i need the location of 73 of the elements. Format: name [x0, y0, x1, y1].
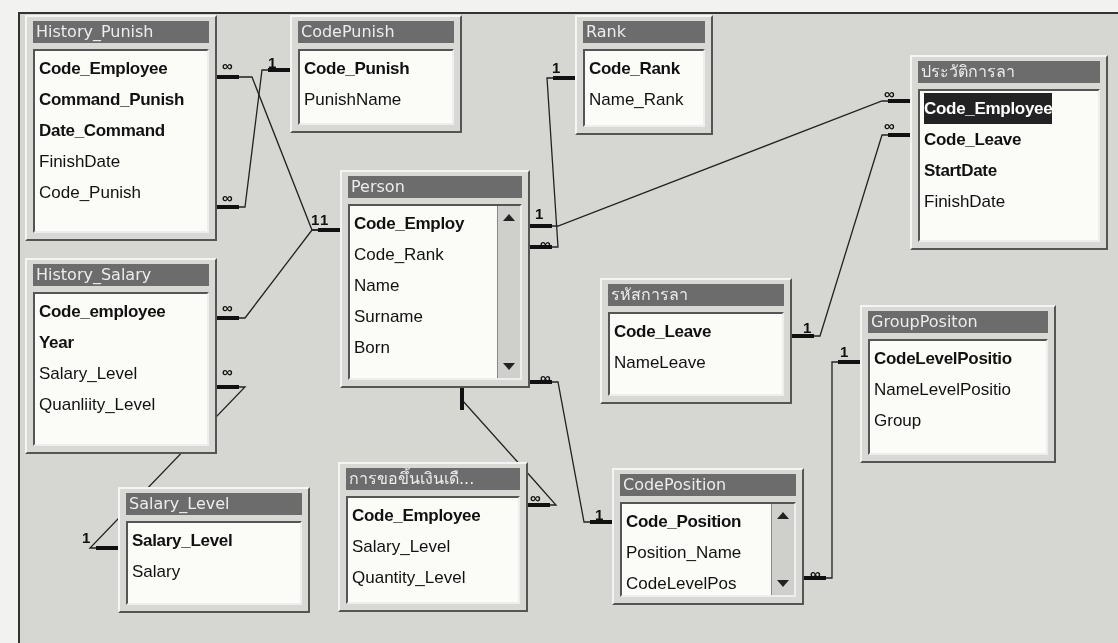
field-name: Salary_Level [352, 536, 451, 558]
cardinality-label: 1 [82, 530, 91, 545]
table-box [25, 258, 217, 454]
table-title: ประวัติการลา [918, 61, 1100, 83]
field-name: Quantity_Level [352, 567, 466, 589]
cardinality-label: ∞ [222, 300, 233, 315]
cardinality-label: ∞ [222, 190, 233, 205]
cardinality-label: ∞ [884, 118, 895, 133]
key-field-name: Code_Rank [589, 58, 680, 80]
key-field-name: Code_Leave [614, 321, 712, 343]
field-name: NameLeave [614, 352, 706, 374]
key-field-name: Code_Employ [354, 213, 465, 235]
key-field-name: Year [39, 332, 74, 354]
field-name: PunishName [304, 89, 402, 111]
relationship-line [460, 386, 557, 507]
table-box [860, 305, 1056, 463]
cardinality-label: 1 [803, 320, 812, 335]
field-name: Group [874, 410, 922, 432]
field-name: Surname [354, 306, 423, 328]
field-name: NameLevelPositio [874, 379, 1011, 401]
table-box [290, 15, 462, 133]
cardinality-label: ∞ [222, 364, 233, 379]
cardinality-label: 1 [840, 344, 849, 359]
table-title: Person [348, 176, 522, 198]
key-field-name: Code_Punish [304, 58, 410, 80]
cardinality-label: ∞ [884, 86, 895, 101]
cardinality-label: 1 [535, 206, 544, 221]
cardinality-label: ∞ [530, 490, 541, 505]
field-name: Born [354, 337, 390, 359]
key-field-name: Code_Leave [924, 129, 1022, 151]
key-field-name: CodeLevelPositio [874, 348, 1012, 370]
table-title: CodePunish [298, 21, 454, 43]
key-field-name: Command_Punish [39, 89, 185, 111]
field-name: Code_Punish [39, 182, 142, 204]
cardinality-label: 1 [595, 507, 604, 522]
key-field-name: Code_Position [626, 511, 742, 533]
table-title: รหัสการลา [608, 284, 784, 306]
key-field-name: StartDate [924, 160, 997, 182]
table-box [118, 487, 310, 613]
table-box [612, 468, 804, 605]
table-box [338, 462, 528, 612]
cardinality-label: 1 [320, 212, 329, 227]
field-name: FinishDate [39, 151, 121, 173]
table-title: History_Salary [33, 264, 209, 286]
cardinality-label: 1 [268, 55, 277, 70]
key-field-name: Code_Employee [924, 93, 1053, 124]
field-name: CodeLevelPos [626, 573, 737, 595]
cardinality-label: 1 [552, 60, 561, 75]
field-name: Quanliity_Level [39, 394, 156, 416]
table-title: Salary_Level [126, 493, 302, 515]
field-name: Code_Rank [354, 244, 444, 266]
key-field-name: Date_Command [39, 120, 165, 142]
table-box [910, 55, 1108, 250]
cardinality-label: 1 [311, 212, 320, 227]
key-field-name: Salary_Level [132, 530, 233, 552]
field-name: FinishDate [924, 191, 1006, 213]
field-name: Name_Rank [589, 89, 684, 111]
table-box [25, 15, 217, 241]
table-title: Rank [583, 21, 705, 43]
field-name: Name [354, 275, 400, 297]
table-box [600, 278, 792, 404]
field-name: Position_Name [626, 542, 742, 564]
table-title: GroupPositon [868, 311, 1048, 333]
field-name: Salary_Level [39, 363, 138, 385]
cardinality-label: ∞ [222, 58, 233, 73]
key-field-name: Code_Employee [39, 58, 168, 80]
key-field-name: Code_employee [39, 301, 166, 323]
table-box [575, 15, 713, 135]
key-field-name: Code_Employee [352, 505, 481, 527]
table-box [340, 170, 530, 388]
table-title: CodePosition [620, 474, 796, 496]
table-title: History_Punish [33, 21, 209, 43]
field-name: Salary [132, 561, 181, 583]
